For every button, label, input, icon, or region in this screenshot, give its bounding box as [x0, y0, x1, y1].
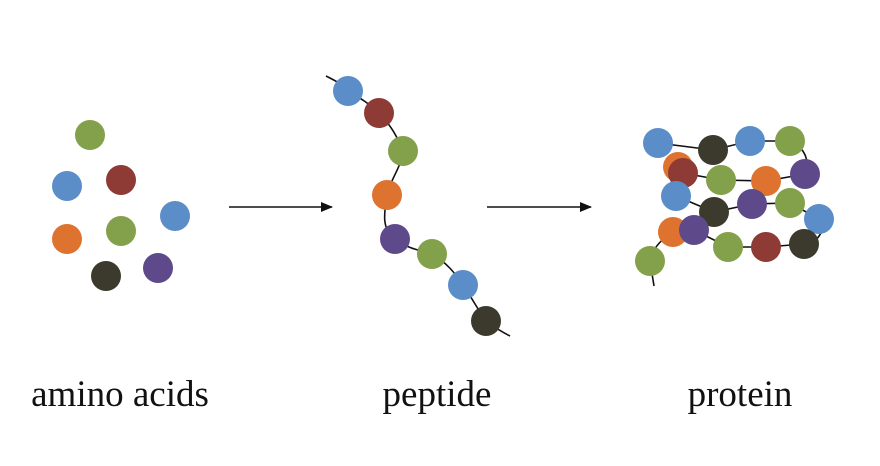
protein-bead — [635, 246, 665, 276]
protein-bead — [713, 232, 743, 262]
protein-bead — [751, 232, 781, 262]
peptide-backbone-line — [325, 75, 511, 337]
protein-bead — [775, 126, 805, 156]
peptide-bead — [448, 270, 478, 300]
amino-acid-bead — [160, 201, 190, 231]
amino-acid-bead — [143, 253, 173, 283]
amino-acid-bead — [75, 120, 105, 150]
protein-bead — [643, 128, 673, 158]
protein-bead — [737, 189, 767, 219]
protein-bead — [668, 158, 698, 188]
amino-acids-group — [52, 120, 190, 291]
peptide-bead — [364, 98, 394, 128]
folded-protein-group — [635, 126, 834, 287]
peptide-bead — [372, 180, 402, 210]
peptide-bead — [417, 239, 447, 269]
protein-bead — [804, 204, 834, 234]
protein-bead — [790, 159, 820, 189]
amino-acid-bead — [52, 171, 82, 201]
peptide-label: peptide — [382, 374, 492, 415]
protein-bead — [679, 215, 709, 245]
amino-acid-bead — [106, 216, 136, 246]
amino-acid-bead — [91, 261, 121, 291]
peptide-bead — [471, 306, 501, 336]
protein-bead — [775, 188, 805, 218]
peptide-bead — [388, 136, 418, 166]
protein-bead — [751, 166, 781, 196]
protein-bead — [698, 135, 728, 165]
peptide-bead — [380, 224, 410, 254]
protein-bead — [699, 197, 729, 227]
protein-bead — [661, 181, 691, 211]
protein-bead — [789, 229, 819, 259]
amino-acid-bead — [52, 224, 82, 254]
peptide-chain-group — [325, 75, 511, 337]
peptide-bead — [333, 76, 363, 106]
protein-bead — [706, 165, 736, 195]
amino-acid-bead — [106, 165, 136, 195]
protein-label: protein — [687, 374, 793, 415]
amino-acids-label: amino acids — [31, 374, 209, 415]
protein-bead — [735, 126, 765, 156]
